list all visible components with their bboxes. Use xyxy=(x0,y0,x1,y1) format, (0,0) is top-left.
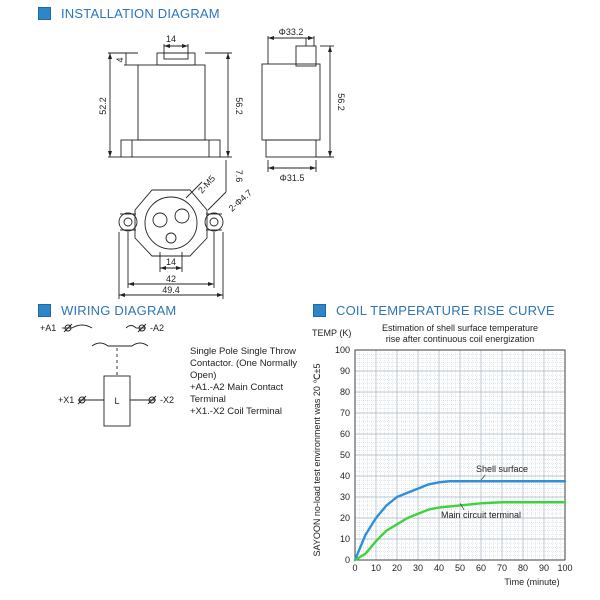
bottom-flange xyxy=(134,189,208,257)
dim-56-2-front: 56.2 xyxy=(234,97,244,115)
x-tick-label: 10 xyxy=(371,563,381,573)
y-tick-label: 60 xyxy=(340,429,350,439)
series-leader-1 xyxy=(459,503,465,511)
series-label-1: Main circuit terminal xyxy=(441,510,521,520)
y-tick-label: 70 xyxy=(340,408,350,418)
dim-42: 42 xyxy=(166,274,176,284)
dim-4: 4 xyxy=(115,57,125,62)
dim-14-bottom: 14 xyxy=(166,257,176,267)
side-terminal xyxy=(295,45,317,67)
side-base xyxy=(265,139,317,158)
contact-a1-arc xyxy=(71,324,93,329)
y-tick-label: 90 xyxy=(340,366,350,376)
installation-title: INSTALLATION DIAGRAM xyxy=(61,6,220,21)
y-tick-label: 50 xyxy=(340,450,350,460)
wiring-notes: Single Pole Single Throw Contactor. (One… xyxy=(190,346,320,418)
terminal-a2-label: -A2 xyxy=(150,323,164,333)
wiring-title: WIRING DIAGRAM xyxy=(61,303,177,318)
x-tick-label: 40 xyxy=(434,563,444,573)
dim-2-m5: 2-M5 xyxy=(196,173,217,195)
section-marker-icon xyxy=(38,304,51,317)
terminal-x2-label: -X2 xyxy=(160,395,174,405)
wiring-heading: WIRING DIAGRAM xyxy=(38,303,176,318)
wiring-note-line: Contactor. (One Normally xyxy=(190,358,298,369)
side-body xyxy=(261,63,321,141)
coil-box xyxy=(103,375,131,427)
y-tick-label: 100 xyxy=(335,345,350,355)
dim-2-phi-4-7: 2-Φ4.7 xyxy=(227,188,254,214)
series-label-0: Shell surface xyxy=(476,464,528,474)
plot-frame xyxy=(354,349,566,561)
dim-14-top: 14 xyxy=(166,34,176,44)
terminal-a1-label: +A1 xyxy=(40,323,56,333)
coil-title: COIL TEMPERATURE RISE CURVE xyxy=(336,303,555,318)
coil-label: L xyxy=(114,396,119,406)
section-marker-icon xyxy=(38,7,51,20)
x-tick-label: 60 xyxy=(476,563,486,573)
x-tick-label: 50 xyxy=(455,563,465,573)
installation-heading: INSTALLATION DIAGRAM xyxy=(38,6,220,21)
front-flange xyxy=(120,139,221,158)
front-body xyxy=(137,64,206,141)
terminal-x1-label: +X1 xyxy=(58,395,74,405)
chart-title-line-2: rise after continuous coil energization xyxy=(386,334,535,344)
dim-56-2-side: 56.2 xyxy=(336,93,346,111)
x-tick-label: 30 xyxy=(413,563,423,573)
x-tick-label: 90 xyxy=(539,563,549,573)
wiring-note-line: +A1.-A2 Main Contact xyxy=(190,382,284,393)
chart-title-line-1: Estimation of shell surface temperature xyxy=(382,323,538,333)
y-tick-label: 30 xyxy=(340,492,350,502)
installation-drawing: 14 Φ33.2 4 52.2 56.2 56.2 Φ31.5 2-M5 7.6… xyxy=(98,27,346,299)
series-line-1 xyxy=(353,501,567,562)
dim-49-4: 49.4 xyxy=(162,285,180,295)
dim-phi-31-5: Φ31.5 xyxy=(280,173,305,183)
chart-series xyxy=(353,480,567,562)
contact-a2-arc xyxy=(125,325,137,329)
y-tick-label: 20 xyxy=(340,513,350,523)
bottom-body xyxy=(144,196,198,250)
chart-x-label: Time (minute) xyxy=(504,577,559,587)
front-top-terminal xyxy=(163,52,189,60)
wiring-note-line: Open) xyxy=(190,370,217,381)
series-leader-0 xyxy=(480,474,486,481)
wiring-note-line: Terminal xyxy=(190,394,226,405)
dim-7-6: 7.6 xyxy=(234,170,244,183)
dim-phi-33-2: Φ33.2 xyxy=(279,27,304,37)
dim-52-2: 52.2 xyxy=(98,97,108,115)
y-tick-label: 0 xyxy=(345,555,350,565)
coil-temperature-chart: TEMP (K) Estimation of shell surface tem… xyxy=(312,323,573,587)
chart-side-note: SAYOON no-load test environment was 20 ℃… xyxy=(312,364,322,557)
x-tick-label: 80 xyxy=(518,563,528,573)
chart-y-label: TEMP (K) xyxy=(312,328,351,338)
series-line-0 xyxy=(353,480,567,562)
section-marker-icon xyxy=(313,304,326,317)
wiring-note-line: Single Pole Single Throw xyxy=(190,346,296,357)
y-tick-label: 40 xyxy=(340,471,350,481)
chart-grid xyxy=(354,349,566,561)
chart-ticks: 0 10 20 30 40 50 60 70 80 90 100 0 10 20 30 40 50 60 70 80 9… xyxy=(335,345,573,573)
y-tick-label: 80 xyxy=(340,387,350,397)
wiring-note-line: +X1.-X2 Coil Terminal xyxy=(190,406,282,417)
x-tick-label: 0 xyxy=(352,563,357,573)
x-tick-label: 100 xyxy=(557,563,572,573)
moving-contact xyxy=(91,342,149,347)
x-tick-label: 20 xyxy=(392,563,402,573)
coil-heading: COIL TEMPERATURE RISE CURVE xyxy=(313,303,555,318)
x-tick-label: 70 xyxy=(497,563,507,573)
wiring-schematic: +A1 -A2 +X1 -X2 L xyxy=(40,323,174,427)
y-tick-label: 10 xyxy=(340,534,350,544)
